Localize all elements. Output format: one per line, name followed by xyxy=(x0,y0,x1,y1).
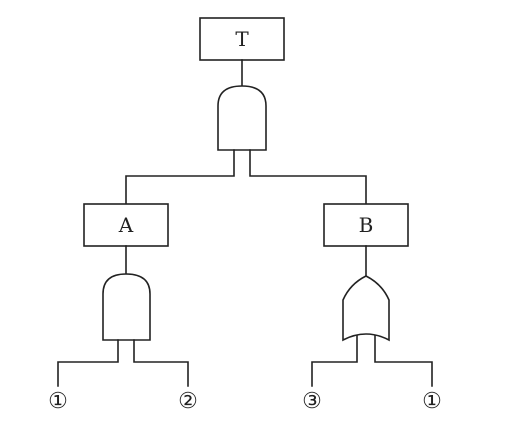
a-and-gate xyxy=(102,273,151,341)
basic-event-b-right: ① xyxy=(422,389,442,414)
top-and-gate xyxy=(217,85,267,151)
top-event-label: T xyxy=(235,27,249,51)
connector-a-gate-left xyxy=(57,339,119,387)
event-a: A xyxy=(83,203,169,247)
basic-event-a-right: ② xyxy=(178,389,198,414)
event-a-box xyxy=(83,203,169,247)
basic-event-a-left: ① xyxy=(48,389,68,414)
event-b: B xyxy=(323,203,409,247)
connector-a-gate-right xyxy=(133,339,189,387)
connector-gate-to-a xyxy=(125,149,235,205)
connector-gate-to-b xyxy=(249,149,367,205)
connector-b-gate-right xyxy=(374,335,433,387)
b-or-gate xyxy=(342,275,390,342)
basic-event-b-left: ③ xyxy=(302,389,322,414)
connector-b-gate-left xyxy=(311,335,358,387)
top-event: T xyxy=(199,17,285,61)
top-event-box xyxy=(199,17,285,61)
event-b-label: B xyxy=(359,213,374,237)
event-a-label: A xyxy=(118,213,134,237)
